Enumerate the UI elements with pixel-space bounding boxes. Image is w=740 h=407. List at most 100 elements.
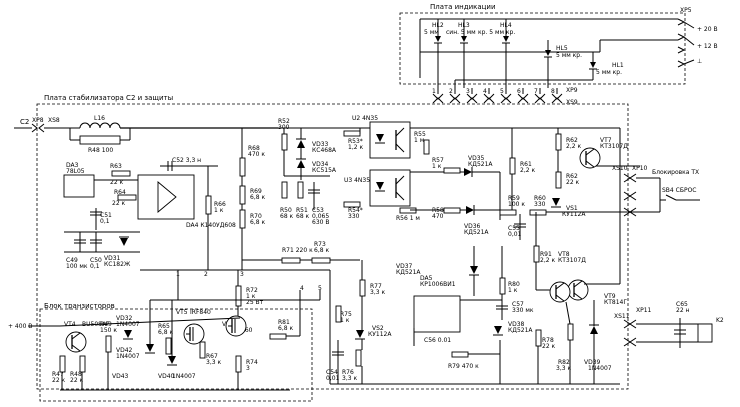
vs2-value: КУ112А: [368, 331, 392, 338]
da3-value: 78L05: [66, 168, 85, 175]
vd40-label: VD40: [158, 373, 175, 380]
vd37-label: VD37: [396, 263, 413, 270]
vd40-value: 1N4007: [172, 373, 196, 380]
hl2-label: HL2: [432, 22, 444, 29]
k2-label: K2: [716, 317, 724, 324]
vd33-label: VD33: [312, 141, 329, 148]
vs1-label: VS1: [566, 205, 578, 212]
r62-bottom-label: R62: [566, 173, 578, 180]
vd37-value: КД521А: [396, 269, 421, 276]
r77-value: 3,3 к: [370, 289, 385, 296]
r68-label: R68: [248, 145, 260, 152]
link-number: 5: [318, 285, 322, 292]
r80-label: R80: [508, 281, 520, 288]
r81-value: 6,8 к: [278, 325, 293, 332]
xs8-label: XS8: [48, 117, 60, 124]
r65-label: R65: [158, 323, 170, 330]
divider-region: R68 470 к R69 6,8 к R70 6,8 к R52 300 VD…: [239, 118, 337, 270]
c49-label: C49: [66, 257, 78, 264]
u3-label: U3 4N35: [344, 177, 370, 184]
c50-label: C50: [90, 257, 102, 264]
hl5-desc: 5 мм кр.: [556, 52, 582, 59]
reset-section: XS10 XP10 Блокировка TX SB4 СБРОС: [612, 165, 700, 217]
block-tx-label: Блокировка TX: [652, 169, 699, 176]
xp9-connector: XP9 XS9 1 2 3 4 5 6 7 8: [432, 87, 578, 106]
r66-value: 1 к: [214, 207, 224, 214]
pin-label: 8: [551, 88, 555, 95]
vd31-value: КС182Ж: [104, 261, 131, 268]
gnd-label: ⊥: [697, 58, 702, 65]
r47-label: R47: [52, 371, 64, 378]
c54-label: C54: [326, 369, 338, 376]
output-region: R91 2,2 к VT8 КТ3107Д VT9 КТ814Г R78 22 …: [500, 128, 627, 385]
c65-value: 22 н: [676, 307, 690, 314]
r57-value: 1 к: [432, 163, 442, 170]
r62-top-label: R62: [566, 137, 578, 144]
c55-value: 0,01: [508, 231, 522, 238]
link-numbers: 1 2 3 4 5: [140, 269, 331, 384]
transistor-block-title: Блок транзисторов: [44, 302, 115, 310]
vd34-label: VD34: [312, 161, 329, 168]
pin-label: 2: [449, 88, 453, 95]
plus400-label: + 400 В: [8, 323, 32, 330]
r65-value: 6,8 к: [158, 329, 173, 336]
xp5-label: XP5: [680, 7, 692, 14]
r70-value: 6,8 к: [250, 219, 265, 226]
vd38-value: КД521А: [508, 327, 533, 334]
c54-value: 0,01: [326, 375, 340, 382]
r55-label: R55: [414, 131, 426, 138]
pin-label: 5: [500, 88, 504, 95]
pin-label: 3: [466, 88, 470, 95]
vd32-label: VD32: [116, 315, 133, 322]
r58-value: 470: [432, 213, 444, 220]
r75-value: 1 к: [340, 317, 350, 324]
r74-label: R74: [246, 359, 258, 366]
r69-value: 6,8 к: [250, 194, 265, 201]
xp8-label: XP8: [32, 117, 44, 124]
pin-label: 1: [432, 88, 436, 95]
c51-label: C51: [100, 212, 112, 219]
sb4-label: SB4 СБРОС: [662, 187, 697, 194]
c53-label: C53: [312, 207, 324, 214]
r56-label: R56 1 м: [396, 215, 420, 222]
r68-value: 470 к: [248, 151, 265, 158]
hl1-label: HL1: [612, 62, 624, 69]
pin-label: 4: [483, 88, 487, 95]
r61-label: R61: [520, 161, 532, 168]
da5-region: DA5 КР1006ВИ1 VD37 КД521А R80 1 к C57 33…: [396, 246, 534, 384]
da5-value: КР1006ВИ1: [420, 281, 456, 288]
c53-voltage: 630 В: [312, 219, 329, 226]
transistor-block: + 400 В VT4 BU508AF R49 150 к VD32 1N400…: [8, 290, 321, 391]
r57-label: R57: [432, 157, 444, 164]
r55-value: 1 м: [414, 137, 424, 144]
r48b-label: R48: [70, 371, 82, 378]
c57-value: 330 мк: [512, 307, 534, 314]
c55-label: C55: [508, 225, 520, 232]
c2-label: C2: [20, 118, 29, 126]
r76-value: 3,3 к: [342, 375, 357, 382]
r60-value: 330: [534, 201, 546, 208]
plus12-label: + 12 В: [697, 43, 718, 50]
plus20-label: + 20 В: [697, 26, 718, 33]
r69-label: R69: [250, 188, 262, 195]
da3-da4-region: DA3 78L05 R63 22 к R64 22 к DA4 К140УД60…: [63, 157, 236, 270]
c56-label: C56 0.01: [424, 337, 451, 344]
r62-bottom-value: 22 к: [566, 179, 580, 186]
r82-value: 3,3 к: [556, 365, 571, 372]
hl3-label: HL3: [458, 22, 470, 29]
r78-value: 22 к: [542, 343, 556, 350]
r62-top-value: 2,2 к: [566, 143, 581, 150]
xs11-label: XS11: [614, 313, 630, 320]
vd31-label: VD31: [104, 255, 121, 262]
r59-value: 100 к: [508, 201, 525, 208]
r50-label: R50: [280, 207, 292, 214]
input-section: C2 XP8 XS8 L16 R48 100: [14, 115, 620, 154]
r51-value: 68 к: [296, 213, 310, 220]
indication-board-title: Плата индикации: [430, 3, 496, 11]
da3-label: DA3: [66, 162, 79, 169]
vd39-value: 1N4007: [588, 365, 612, 372]
r73-value: 6,8 к: [314, 247, 329, 254]
l16-label: L16: [94, 115, 105, 122]
vd32-value: 1N4007: [116, 321, 140, 328]
link-number: 3: [240, 271, 244, 278]
